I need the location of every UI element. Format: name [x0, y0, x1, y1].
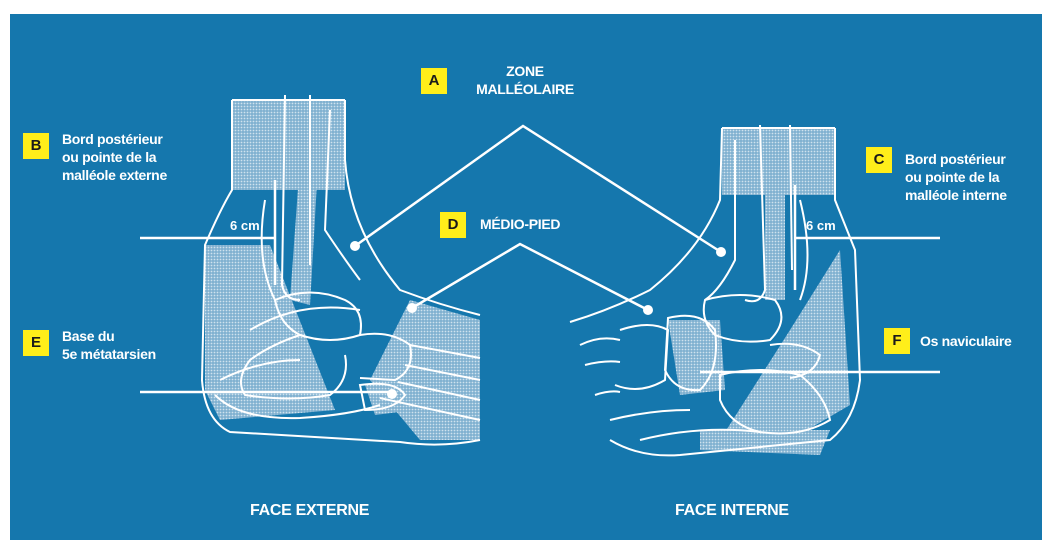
badge-c: C [866, 147, 892, 173]
caption-face-externe: FACE EXTERNE [250, 502, 369, 520]
label-5e-metatarsien: Base du 5e métatarsien [62, 327, 156, 363]
label-malleole-externe: Bord postérieur ou pointe de la malléole… [62, 130, 167, 184]
label-os-naviculaire: Os naviculaire [920, 332, 1012, 350]
caption-face-interne: FACE INTERNE [675, 502, 789, 520]
badge-a: A [421, 68, 447, 94]
measure-left: 6 cm [230, 218, 260, 233]
right-foot-drawing [570, 125, 860, 455]
badge-d: D [440, 212, 466, 238]
badge-e: E [23, 330, 49, 356]
measure-right: 6 cm [806, 218, 836, 233]
label-medio-pied: MÉDIO-PIED [480, 215, 560, 233]
label-zone-malleolaire: ZONE MALLÉOLAIRE [470, 62, 580, 98]
badge-b: B [23, 133, 49, 159]
label-malleole-interne: Bord postérieur ou pointe de la malléole… [905, 150, 1007, 204]
badge-f: F [884, 328, 910, 354]
